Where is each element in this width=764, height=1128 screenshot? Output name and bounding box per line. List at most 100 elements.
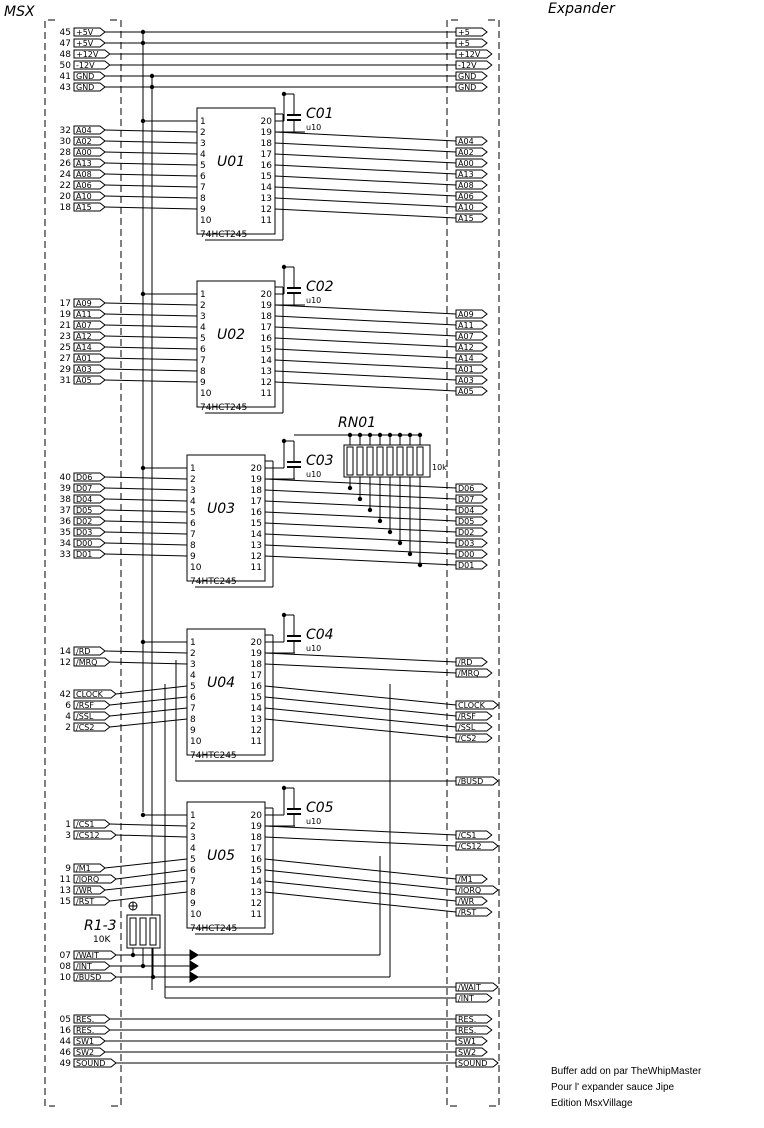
pin-number: 48 <box>60 50 72 60</box>
pin-number: 19 <box>251 822 263 832</box>
signal-out <box>274 197 457 208</box>
signal-name: /CS12 <box>458 842 482 851</box>
signal-in <box>109 696 188 706</box>
signal-tag <box>455 27 488 37</box>
footer-line-3: Edition MsxVillage <box>551 1098 633 1109</box>
capacitor-plate <box>287 813 301 815</box>
pin-number: 4 <box>190 671 196 681</box>
junction-dot <box>397 540 403 546</box>
expander-pin-a13: A13 <box>455 169 488 179</box>
signal-name: RES. <box>76 1015 94 1024</box>
signal-tag <box>73 49 111 59</box>
signal-tag <box>455 711 493 721</box>
pin-number: 12 <box>60 658 71 668</box>
expander-pin-cs1: /CS1 <box>455 830 493 840</box>
chip-body <box>186 628 266 756</box>
junction-dot <box>140 465 146 471</box>
junction-dot <box>417 432 423 438</box>
signal-name: D03 <box>76 528 92 537</box>
signal-out <box>264 718 457 739</box>
pin-number: 18 <box>251 486 263 496</box>
junction-dot <box>347 485 353 491</box>
signal-name: A06 <box>76 181 92 190</box>
signal-name: /MRQ <box>76 658 97 667</box>
signal-name: /SSL <box>76 712 94 721</box>
expander-pin-d00: D00 <box>455 549 488 559</box>
expander-pin-a14: A14 <box>455 353 488 363</box>
capacitor-ref: C02 <box>306 279 334 295</box>
chip-part: 74HCT245 <box>200 403 247 413</box>
pin-number: 4 <box>65 712 71 722</box>
pin-number: 16 <box>60 1026 72 1036</box>
signal-in <box>104 346 198 350</box>
junction-dot <box>377 432 383 438</box>
chip-part: 74HCT245 <box>200 230 247 240</box>
pin-number: 11 <box>261 389 272 399</box>
expander-pin-sound: SOUND <box>455 1058 499 1068</box>
pin-number: 44 <box>60 1037 72 1047</box>
msx-pin-iorq: 11/IORQ <box>60 874 117 885</box>
signal-tag <box>455 982 499 992</box>
signal-tag <box>73 483 106 493</box>
signal-tag <box>73 364 106 374</box>
signal-tag <box>455 169 488 179</box>
signal-tag <box>73 516 106 526</box>
signal-name: CLOCK <box>76 690 104 699</box>
signal-in <box>104 324 198 328</box>
signal-tag <box>455 527 488 537</box>
expander-pin-d07: D07 <box>455 494 488 504</box>
expander-pin-d01: D01 <box>455 560 488 570</box>
signal-in <box>109 661 188 665</box>
signal-out <box>274 359 457 370</box>
pin-number: 1 <box>200 117 206 127</box>
pin-number: 34 <box>60 539 72 549</box>
pin-number: 43 <box>60 83 71 93</box>
signal-name: RES. <box>76 1026 94 1035</box>
pin-number: 1 <box>190 464 196 474</box>
signal-tag <box>455 202 488 212</box>
pin-number: 18 <box>251 833 263 843</box>
resistor-pack-value: 10K <box>93 935 111 945</box>
resistor-element <box>406 446 414 476</box>
msx-pin-wr: 13/WR <box>60 885 106 896</box>
signal-out <box>264 858 457 880</box>
signal-out <box>274 370 457 381</box>
capacitor-plate <box>287 287 301 289</box>
msx-pin-res: 16 RES. <box>60 1025 111 1036</box>
expander-pin-rsf: /RSF <box>455 711 493 721</box>
pin-number: 33 <box>60 550 71 560</box>
signal-name: D04 <box>458 506 474 515</box>
signal-tag <box>73 700 111 710</box>
footer-line-2: Pour l' expander sauce Jipe <box>551 1082 675 1093</box>
signal-tag <box>73 1047 106 1057</box>
chip-body <box>186 801 266 929</box>
pin-number: 2 <box>65 723 71 733</box>
chip-ref: U02 <box>217 327 245 343</box>
signal-out <box>274 315 457 326</box>
capacitor-value: u10 <box>306 296 321 305</box>
expander-pin-a12: A12 <box>455 342 488 352</box>
junction-dot <box>281 264 287 270</box>
pin-number: 9 <box>190 726 196 736</box>
signal-name: /RSF <box>458 712 476 721</box>
signal-name: A02 <box>76 137 92 146</box>
capacitor-ref: C01 <box>306 106 334 122</box>
signal-tag <box>73 147 106 157</box>
pin-number: 21 <box>60 321 71 331</box>
signal-out <box>264 522 457 533</box>
capacitor-value: u10 <box>306 470 321 479</box>
pin-number: 10 <box>190 737 202 747</box>
signal-in <box>104 509 188 513</box>
pin-number: 12 <box>251 899 262 909</box>
signal-name: D07 <box>76 484 92 493</box>
signal-tag <box>73 950 117 960</box>
pin-number: 13 <box>60 886 71 896</box>
junction-dot <box>281 612 287 618</box>
signal-name: /RD <box>458 658 472 667</box>
junction-dot <box>387 529 393 535</box>
